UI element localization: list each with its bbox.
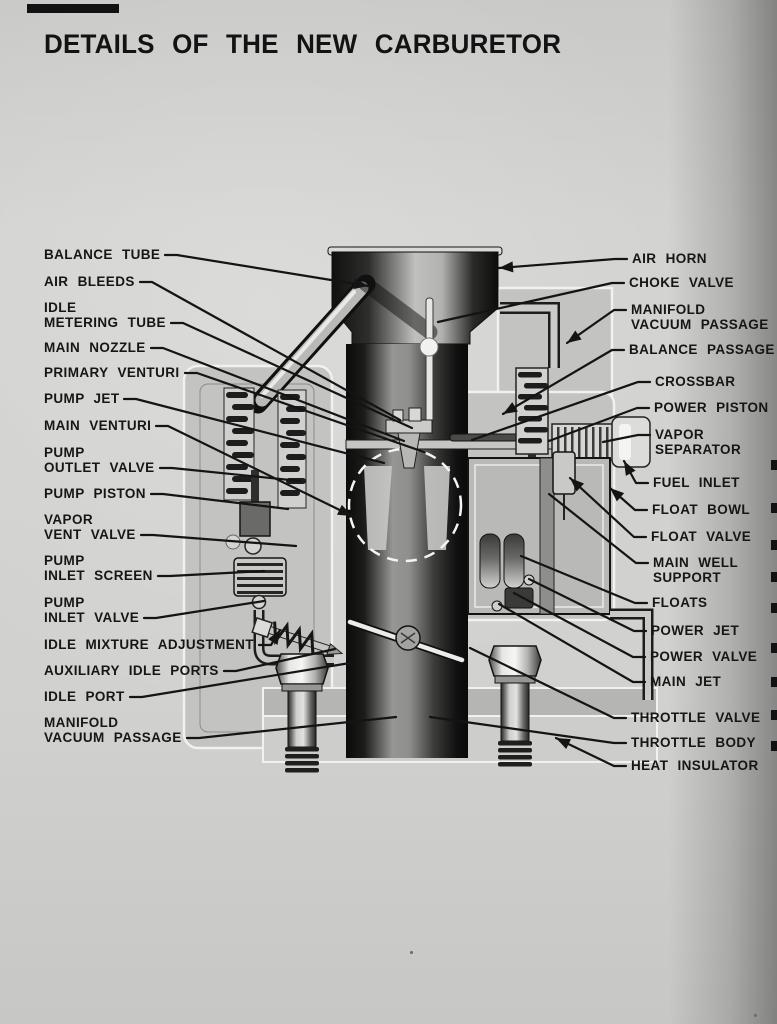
scan-mark-bar (27, 4, 119, 13)
paper-speck (410, 951, 413, 954)
power-jet (523, 574, 535, 586)
edge-ink-tick (771, 741, 777, 751)
page-title: DETAILS OF THE NEW CARBURETOR (44, 27, 562, 60)
edge-ink-tick (771, 503, 777, 513)
edge-ink-tick (771, 460, 777, 470)
float-valve (552, 451, 576, 495)
edge-ink-tick (771, 603, 777, 613)
throttle-valve (346, 618, 466, 664)
edge-ink-tick (771, 643, 777, 653)
paper-speck (754, 1014, 757, 1017)
edge-ink-tick (771, 540, 777, 550)
float-left (479, 533, 501, 589)
pump-piston-stem (251, 470, 259, 504)
pump-piston (239, 501, 271, 537)
main-venturi (347, 447, 463, 563)
main-jet (491, 600, 503, 612)
power-valve (504, 587, 534, 609)
float-right (503, 533, 525, 589)
edge-ink-tick (771, 572, 777, 582)
vapor-vent-valve (244, 537, 262, 555)
edge-ink-tick (771, 710, 777, 720)
pump-inlet-valve (251, 594, 267, 610)
main-barrel (346, 344, 468, 758)
main-well-support (539, 457, 555, 615)
edge-ink-tick (771, 677, 777, 687)
